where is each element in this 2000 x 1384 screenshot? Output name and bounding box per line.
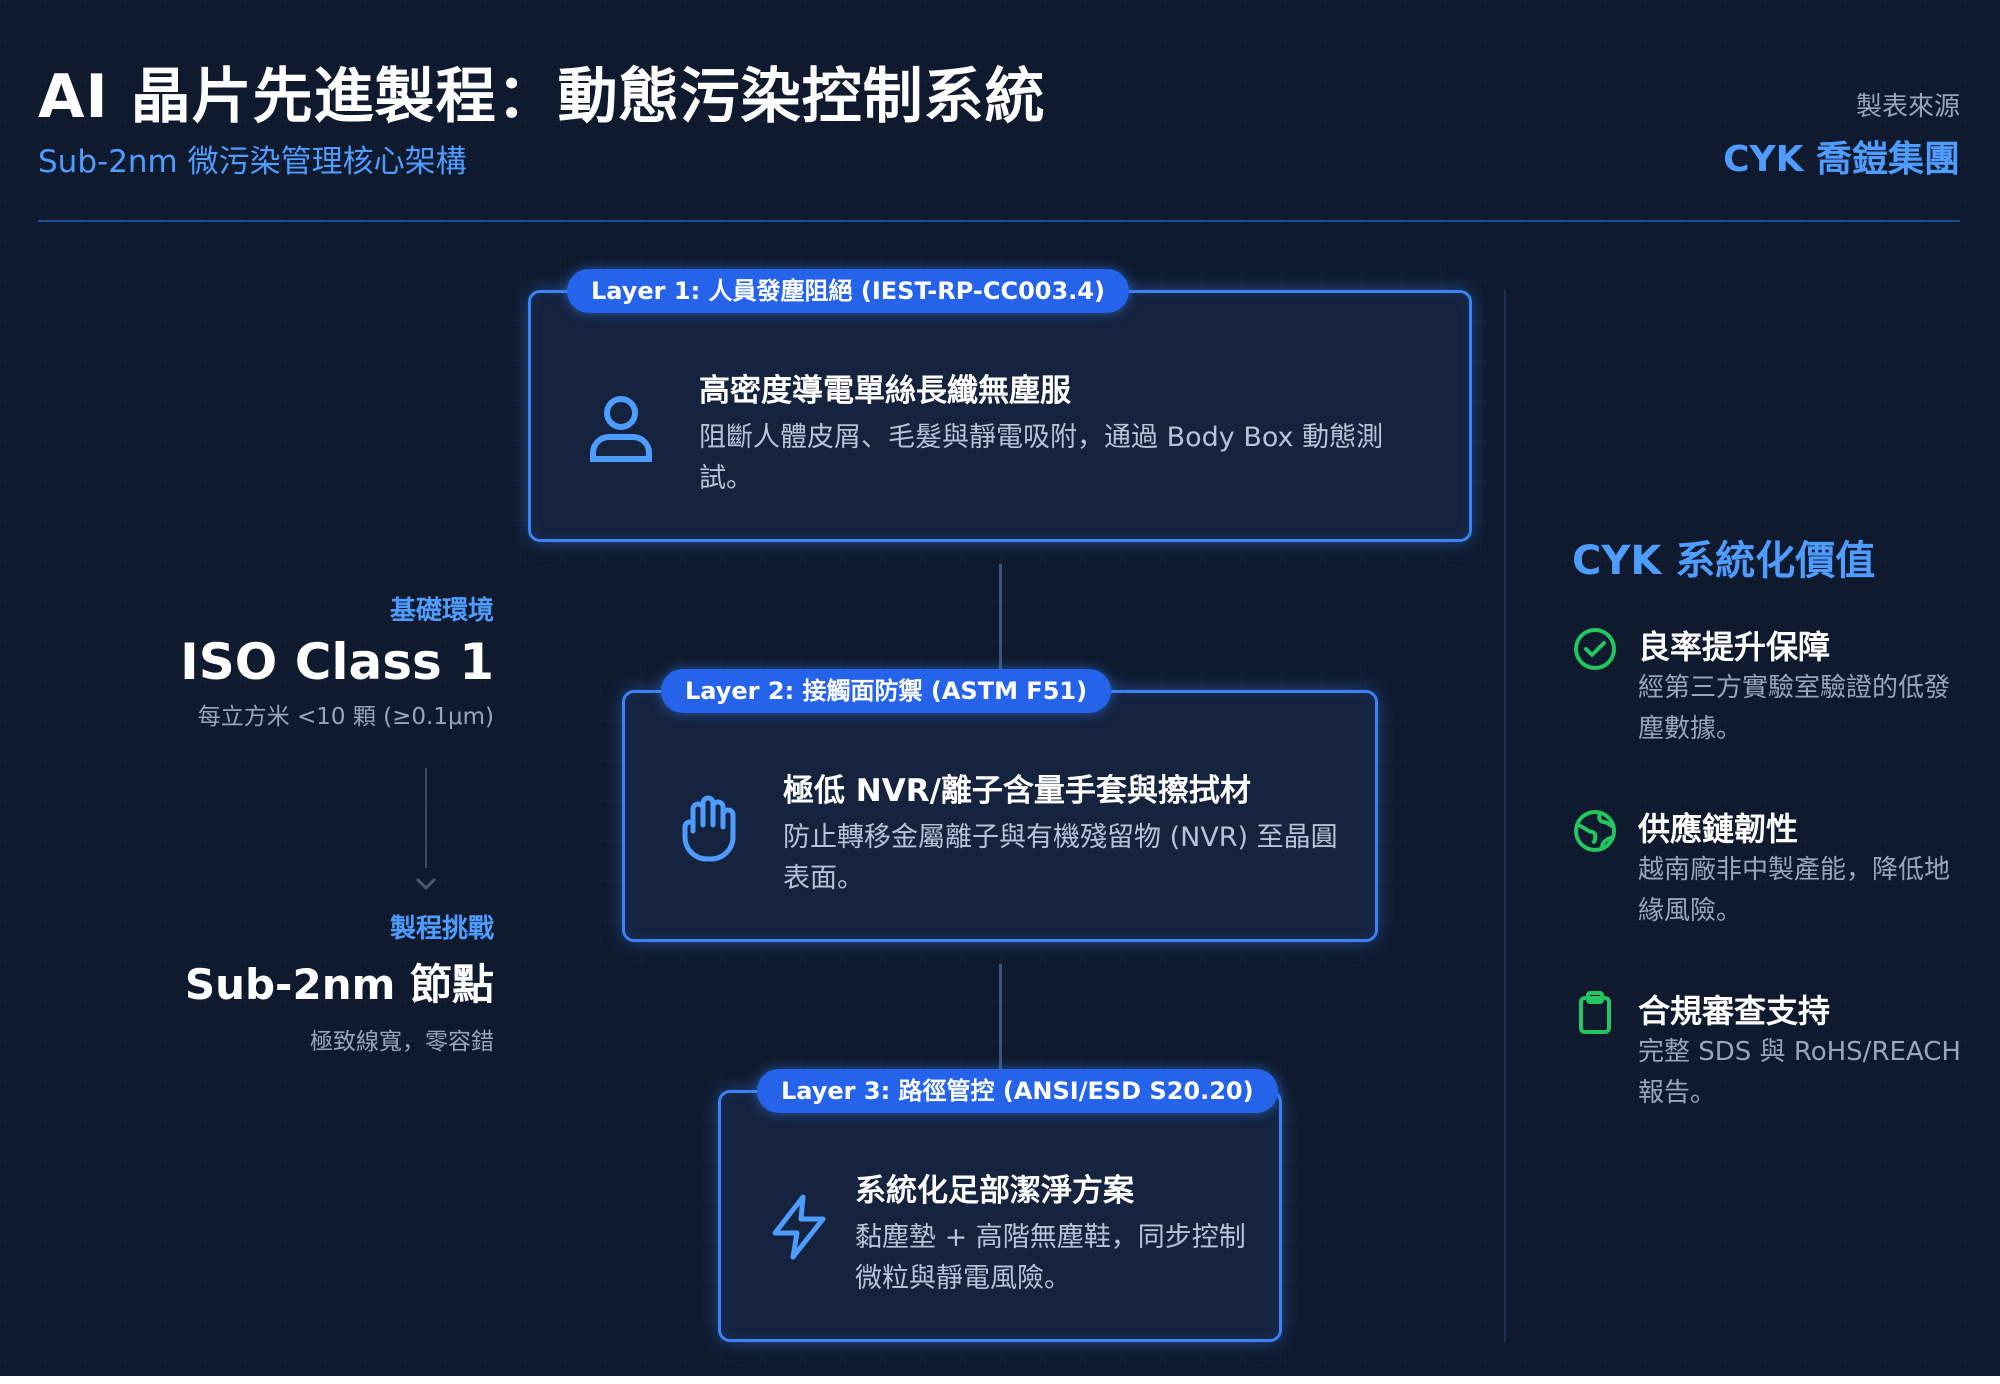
process-challenge: 製程挑戰 Sub-2nm 節點 極致線寬，零容錯 [185,908,494,1056]
process-challenge-label: 製程挑戰 [389,914,494,944]
value-description: 越南廠非中製產能，降低地緣風險。 [1638,855,1951,926]
header-divider [38,220,1960,222]
page-title: AI 晶片先進製程：動態污染控制系統 [38,62,1046,132]
layer-connector [999,964,1002,1072]
layer-3-description: 黏塵墊 + 高階無塵鞋，同步控制微粒與靜電風險。 [855,1222,1246,1294]
base-environment-label: 基礎環境 [389,596,494,626]
environment-flow-line [425,768,427,868]
person-icon [585,391,657,463]
value-title: 良率提升保障 [1638,628,1831,666]
process-challenge-note: 極致線寬，零容錯 [310,1029,494,1055]
globe-icon [1572,808,1618,854]
layer-3-title: 系統化足部潔淨方案 [855,1173,1134,1209]
layer-1-pill: Layer 1: 人員發塵阻絕 (IEST-RP-CC003.4) [567,269,1129,313]
layer-3-card: Layer 3: 路徑管控 (ANSI/ESD S20.20) 系統化足部潔淨方… [718,1069,1282,1342]
layer-3-pill: Layer 3: 路徑管控 (ANSI/ESD S20.20) [757,1069,1278,1113]
layer-1-description: 阻斷人體皮屑、毛髮與靜電吸附，通過 Body Box 動態測試。 [699,422,1384,494]
check-circle-icon [1572,626,1618,672]
base-environment: 基礎環境 ISO Class 1 每立方米 <10 顆 (≥0.1μm) [180,590,494,731]
base-environment-value: ISO Class 1 [180,633,494,691]
value-description: 經第三方實驗室驗證的低發塵數據。 [1638,673,1951,744]
source-label: 製表來源 [1855,92,1960,122]
value-title: 合規審查支持 [1638,992,1831,1030]
layer-connector [999,564,1002,672]
hand-icon [671,791,743,863]
layer-2-title: 極低 NVR/離子含量手套與擦拭材 [783,773,1251,809]
value-heading: CYK 系統化價值 [1572,538,1876,584]
layer-2-description: 防止轉移金屬離子與有機殘留物 (NVR) 至晶圓表面。 [783,822,1338,894]
layer-1-card: Layer 1: 人員發塵阻絕 (IEST-RP-CC003.4) 高密度導電單… [528,269,1472,542]
bottom-strip [0,1376,2000,1384]
process-challenge-value: Sub-2nm 節點 [184,960,494,1009]
base-environment-note: 每立方米 <10 顆 (≥0.1μm) [197,704,494,730]
layer-2-card: Layer 2: 接觸面防禦 (ASTM F51) 極低 NVR/離子含量手套與… [622,669,1378,942]
layer-1-title: 高密度導電單絲長纖無塵服 [699,373,1071,409]
chevron-down-icon [414,870,438,898]
lightning-icon [763,1191,835,1263]
page-subtitle: Sub-2nm 微污染管理核心架構 [38,144,467,180]
value-description: 完整 SDS 與 RoHS/REACH 報告。 [1638,1037,1961,1108]
value-title: 供應鏈韌性 [1638,810,1799,848]
layer-2-pill: Layer 2: 接觸面防禦 (ASTM F51) [661,669,1112,713]
right-divider [1504,290,1506,1342]
clipboard-icon [1572,990,1618,1036]
source-name: CYK 喬鎧集團 [1723,139,1960,180]
